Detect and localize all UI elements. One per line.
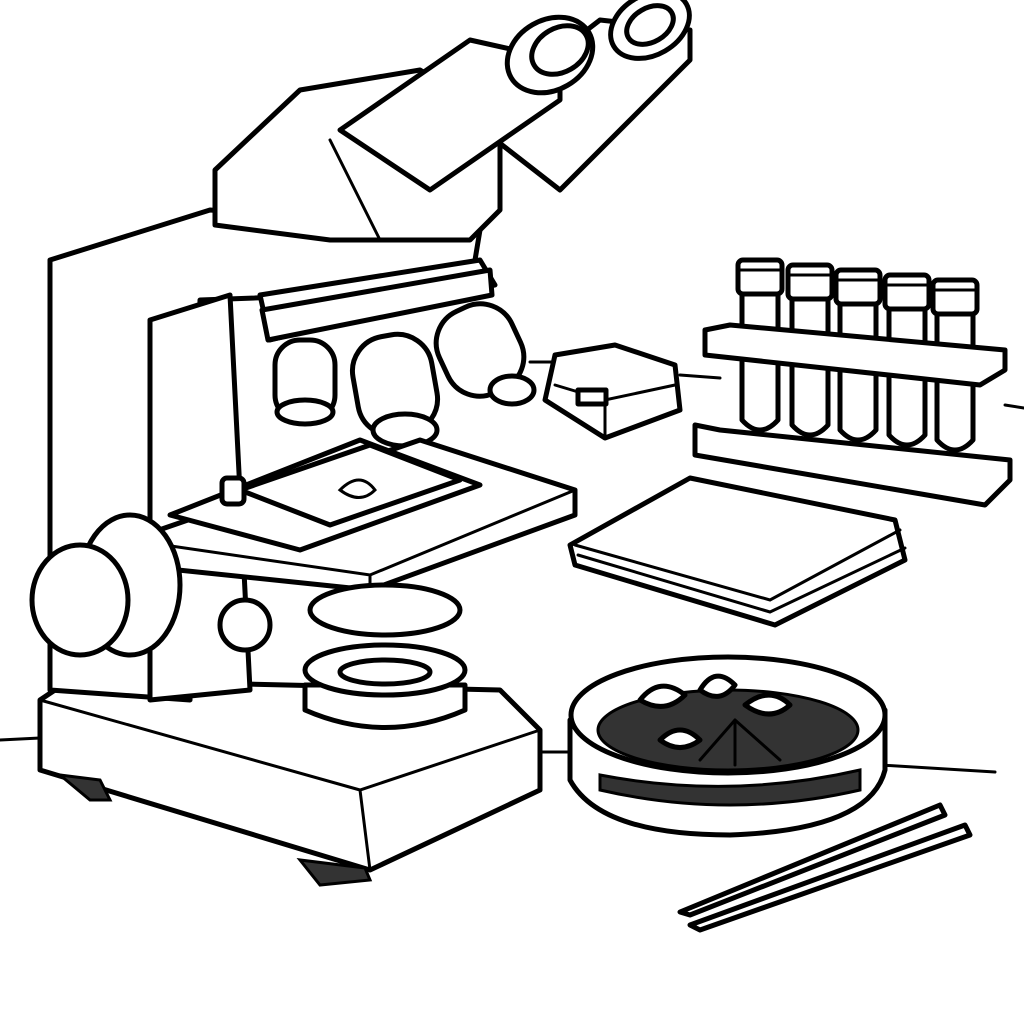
- plant-leaves: [640, 676, 790, 765]
- table-edge: [0, 362, 1024, 772]
- specimen-slide: [240, 445, 460, 525]
- eyepieces: [340, 0, 701, 190]
- nosepiece: [260, 260, 495, 340]
- petri-dish: [570, 657, 885, 835]
- slide-box: [545, 345, 680, 438]
- light-source: [305, 645, 465, 728]
- stage: [130, 440, 575, 590]
- objective-lenses: [275, 292, 535, 446]
- notebook: [570, 478, 905, 625]
- test-tube-rack: [695, 260, 1010, 505]
- tweezers: [680, 805, 970, 930]
- focus-knob: [32, 515, 270, 655]
- microscope: [32, 0, 701, 885]
